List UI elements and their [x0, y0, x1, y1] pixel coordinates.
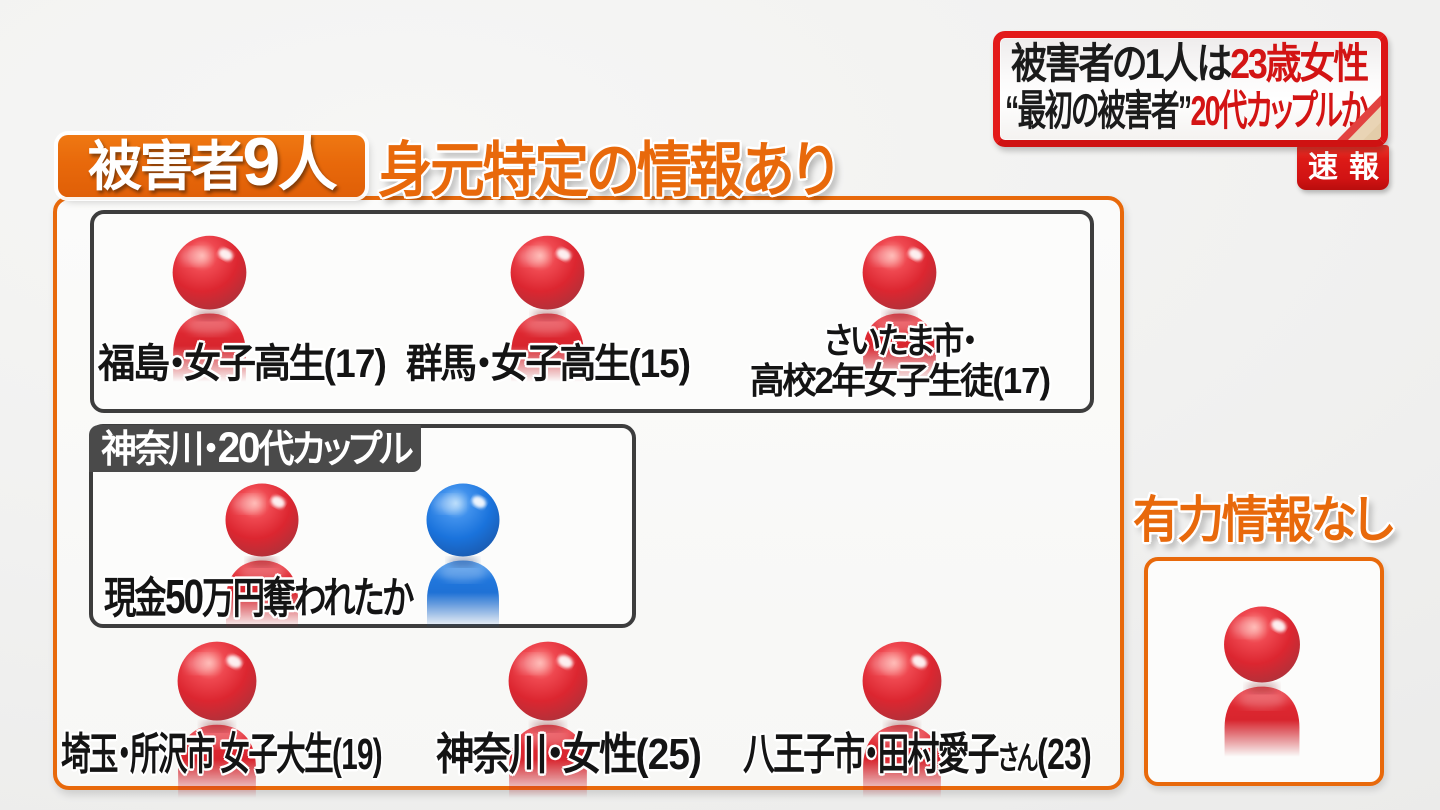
victim-name-suffix: さん: [997, 740, 1039, 776]
victim-label: 群馬・女子高生(15): [406, 341, 716, 387]
couple-box-label: 神奈川・20代カップル: [89, 425, 421, 472]
victim-age: (17): [992, 360, 1051, 401]
victim-name: 八王子市・田村愛子: [743, 730, 1000, 779]
victim-name-line2: 高校2年女子生徒: [750, 360, 995, 401]
victim-label: 埼玉・所沢市 女子大生(19): [61, 730, 538, 780]
victim-label: 神奈川・女性(25): [436, 730, 737, 780]
victim-label: さいたま市・ 高校2年女子生徒(17): [730, 321, 1070, 401]
victim-age: (23): [1037, 730, 1092, 779]
victim-label-text: 八王子市・田村愛子さん(23): [743, 730, 1092, 783]
badge-text: 被害者9人: [58, 128, 365, 206]
newsflash-line2-black: “最初の被害者”: [1005, 87, 1192, 134]
folded-corner: [1337, 95, 1381, 140]
victim-label: 八王子市・田村愛子さん(23): [743, 730, 1223, 783]
victim-label-text: 埼玉・所沢市 女子大生(19): [61, 730, 383, 780]
couple-label-num: 20: [217, 424, 261, 472]
victim-age: (25): [635, 730, 702, 779]
victim-label-text: 神奈川・女性(25): [436, 730, 702, 780]
newsflash-box: 被害者の1人は23歳女性 “最初の被害者”20代カップルか: [993, 31, 1388, 147]
couple-note-text: 現金50万円奪われたか: [104, 570, 414, 624]
breaking-news-badge: 速報: [1297, 145, 1389, 190]
no-info-title-text: 有力情報なし: [1133, 492, 1393, 548]
victim-name: 群馬・女子高生: [406, 342, 631, 386]
victim-age: (15): [628, 342, 690, 386]
victim-age: (19): [332, 730, 383, 779]
person-icon-red: [1210, 606, 1314, 760]
victim-count-badge: 被害者9人: [58, 128, 365, 197]
newsflash-line1-red: 23歳女性: [1230, 40, 1369, 87]
badge-text-inner: 被害者9人: [87, 128, 338, 206]
newsflash-line1: 被害者の1人は23歳女性: [1011, 40, 1381, 87]
page-title-text: 身元特定の情報あり: [378, 137, 837, 204]
couple-note-prefix: 現金: [104, 575, 167, 623]
couple-note-amount: 50: [165, 570, 204, 624]
victim-name: 埼玉・所沢市 女子大生: [61, 730, 334, 779]
badge-count: 9: [242, 124, 280, 200]
badge-suffix: 人: [277, 131, 338, 198]
victim-label-text: 高校2年女子生徒(17): [750, 360, 1051, 401]
newsflash-line1-black: 被害者の1人は: [1011, 40, 1232, 87]
newsflash-line2-text: “最初の被害者”20代カップルか: [1005, 87, 1369, 134]
badge-prefix: 被害者: [87, 137, 245, 197]
victim-name: 神奈川・女性: [436, 730, 638, 779]
newsflash-line2-red: 20代カップルか: [1190, 87, 1368, 134]
victim-label-text: 福島・女子高生(17): [98, 341, 387, 387]
couple-label-text: 神奈川・20代カップル: [101, 424, 413, 473]
couple-label-prefix: 神奈川・: [101, 429, 220, 471]
victim-name: 福島・女子高生: [98, 342, 326, 386]
page-title: 身元特定の情報あり: [378, 140, 882, 202]
couple-note: 現金50万円奪われたか: [104, 573, 512, 623]
victim-age: (17): [323, 342, 387, 386]
newsflash-line2: “最初の被害者”20代カップルか: [1005, 87, 1381, 134]
couple-label-suffix: 代カップル: [258, 429, 413, 471]
victim-label: 福島・女子高生(17): [98, 341, 408, 387]
no-info-title: 有力情報なし: [1133, 494, 1409, 546]
victim-label-text: 群馬・女子高生(15): [406, 341, 691, 387]
newsflash-line1-text: 被害者の1人は23歳女性: [1011, 40, 1369, 87]
couple-note-suffix: 万円奪われたか: [202, 575, 414, 623]
victim-name-line1: さいたま市・: [824, 320, 978, 361]
breaking-news-label: 速報: [1308, 151, 1390, 184]
